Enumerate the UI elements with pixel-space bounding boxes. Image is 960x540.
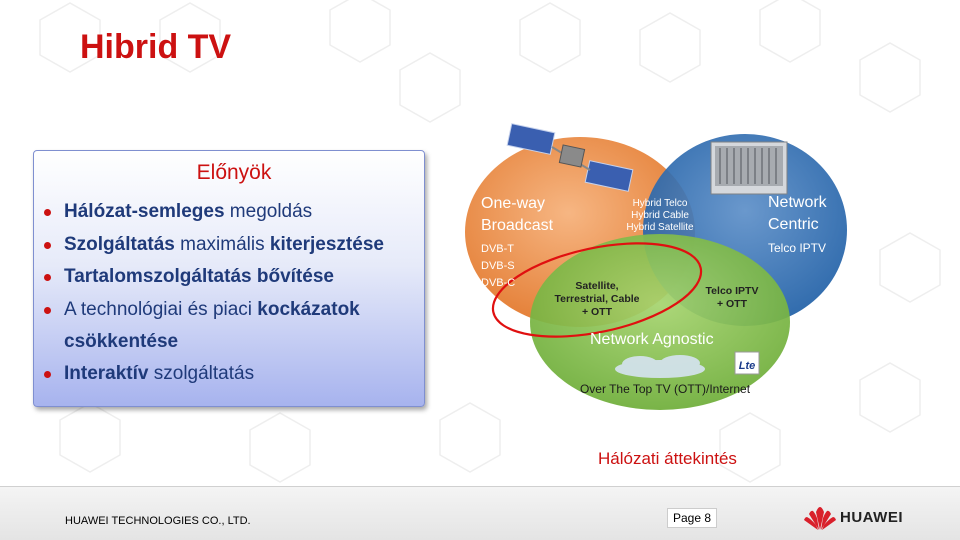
server-rack-icon <box>710 141 788 195</box>
satellite-ott-line1: Satellite, <box>575 280 618 292</box>
satellite-icon <box>506 123 634 192</box>
item-text: A technológiai és piaci <box>64 298 258 320</box>
slide-title: Hibrid TV <box>80 28 232 66</box>
bullet-icon <box>44 241 51 249</box>
item-bold-text: Hálózat-semleges <box>64 201 225 222</box>
item-bold-text: kiterjesztése <box>269 233 384 255</box>
broadcast-title-line1: One-way <box>481 195 545 212</box>
list-item: Interaktív szolgáltatás <box>44 358 419 391</box>
network-agnostic-title: Network Agnostic <box>590 331 714 348</box>
hybrid-label: Hybrid Telco <box>633 198 688 209</box>
broadcast-title-line2: Broadcast <box>481 217 554 234</box>
bullet-icon <box>44 306 51 314</box>
benefits-panel: Előnyök Hálózat-semleges megoldás Szolgá… <box>33 150 425 407</box>
bullet-icon <box>44 209 51 216</box>
network-centric-title-line2: Centric <box>768 216 819 233</box>
network-centric-title-line1: Network <box>768 194 828 211</box>
broadcast-item: DVB-S <box>481 260 515 272</box>
bullet-icon <box>44 370 51 378</box>
benefits-list: Hálózat-semleges megoldás Szolgáltatás m… <box>44 196 419 390</box>
satellite-ott-line3: + OTT <box>582 306 613 318</box>
item-text: maximális <box>174 233 270 255</box>
huawei-petals-icon <box>804 507 836 530</box>
list-item: Szolgáltatás maximális kiterjesztése <box>44 229 419 262</box>
item-bold-text: Tartalomszolgáltatás bővítése <box>64 266 334 287</box>
page-number: Page 8 <box>667 508 717 528</box>
satellite-ott-line2: Terrestrial, Cable <box>554 293 639 305</box>
footer-bar: HUAWEI TECHNOLOGIES CO., LTD. Page 8 HUA… <box>0 486 960 540</box>
svg-text:Lte: Lte <box>739 360 756 372</box>
hybrid-label: Hybrid Cable <box>631 210 689 221</box>
broadcast-item: DVB-T <box>481 243 514 255</box>
ott-label: Over The Top TV (OTT)/Internet <box>580 382 751 396</box>
hybrid-highlight-ring <box>491 242 703 338</box>
hybrid-label: Hybrid Satellite <box>626 222 694 233</box>
bullet-icon <box>44 274 51 281</box>
item-bold-text: Szolgáltatás <box>64 233 175 255</box>
telco-ott-line2: + OTT <box>717 298 748 310</box>
item-bold-text: Interaktív <box>64 362 149 384</box>
item-text: szolgáltatás <box>148 362 255 384</box>
company-name: HUAWEI TECHNOLOGIES CO., LTD. <box>65 515 251 527</box>
telco-iptv-label: Telco IPTV <box>768 241 826 255</box>
network-agnostic-circle <box>530 234 790 410</box>
item-text: megoldás <box>224 201 313 222</box>
item-bold-text: kockázatok csökkentése <box>64 298 360 352</box>
broadcast-item: DVB-C <box>481 277 515 289</box>
cloud-icon <box>615 355 705 378</box>
brand-name: HUAWEI <box>840 509 903 526</box>
list-item: Tartalomszolgáltatás bővítése <box>44 261 419 294</box>
list-item: Hálózat-semleges megoldás <box>44 196 419 229</box>
list-item: A technológiai és piaci kockázatok csökk… <box>44 294 419 358</box>
benefits-heading: Előnyök <box>196 161 272 184</box>
telco-ott-line1: Telco IPTV <box>706 285 759 297</box>
hybrid-tv-diagram: One-way Broadcast DVB-T DVB-S DVB-C Hybr… <box>465 123 847 410</box>
diagram-caption: Hálózati áttekintés <box>598 449 737 468</box>
lte-icon: Lte <box>734 351 760 375</box>
